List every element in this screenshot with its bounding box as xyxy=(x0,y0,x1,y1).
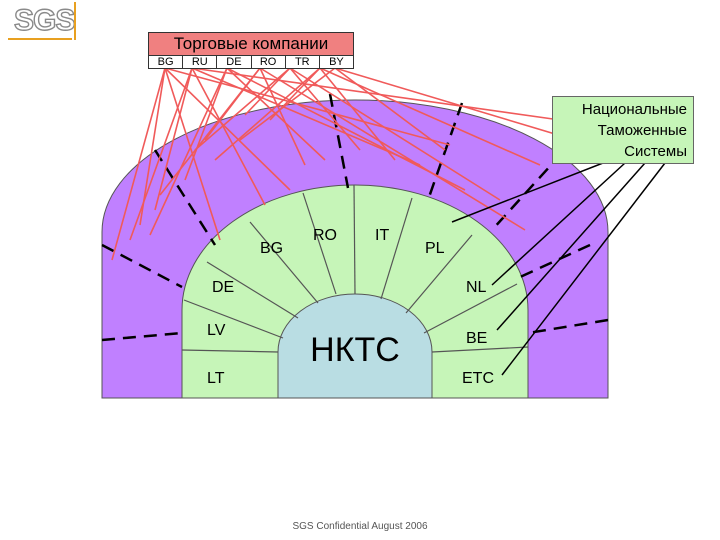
center-label: НКТС xyxy=(310,331,400,369)
center-area xyxy=(277,293,433,399)
segment-nl: NL xyxy=(466,279,487,296)
sgs-logo: SGS xyxy=(8,2,78,42)
logo-text: SGS xyxy=(13,3,76,37)
customs-line-2: Таможенные xyxy=(597,122,687,139)
country-cell: RO xyxy=(252,56,286,68)
customs-line-1: Национальные xyxy=(581,101,687,118)
country-cell: BG xyxy=(149,56,184,68)
segment-lt: LT xyxy=(207,370,225,387)
trading-title: Торговые компании xyxy=(173,34,329,53)
segment-de: DE xyxy=(212,279,234,296)
segment-pl: PL xyxy=(425,240,445,257)
country-cell: TR xyxy=(286,56,320,68)
trading-countries: BG RU DE RO TR BY xyxy=(148,56,354,69)
segment-ro: RO xyxy=(313,227,337,244)
customs-line-3: Системы xyxy=(624,143,687,160)
trading-connectors xyxy=(111,67,576,261)
segment-etc: ETC xyxy=(462,370,494,387)
customs-connectors xyxy=(451,162,666,376)
customs-systems-box: Национальные Таможенные Системы xyxy=(552,96,694,164)
logo-divider xyxy=(74,2,76,40)
trading-companies-box: Торговые компании xyxy=(148,32,354,56)
segment-bg: BG xyxy=(260,240,283,257)
segment-lv: LV xyxy=(207,322,226,339)
country-cell: RU xyxy=(183,56,218,68)
logo-underline xyxy=(8,38,72,40)
inner-dividers xyxy=(181,184,529,353)
footer-confidential: SGS Confidential August 2006 xyxy=(292,521,428,532)
segment-it: IT xyxy=(375,227,389,244)
segment-be: BE xyxy=(466,330,487,347)
country-cell: BY xyxy=(329,56,344,68)
country-cell: DE xyxy=(217,56,252,68)
